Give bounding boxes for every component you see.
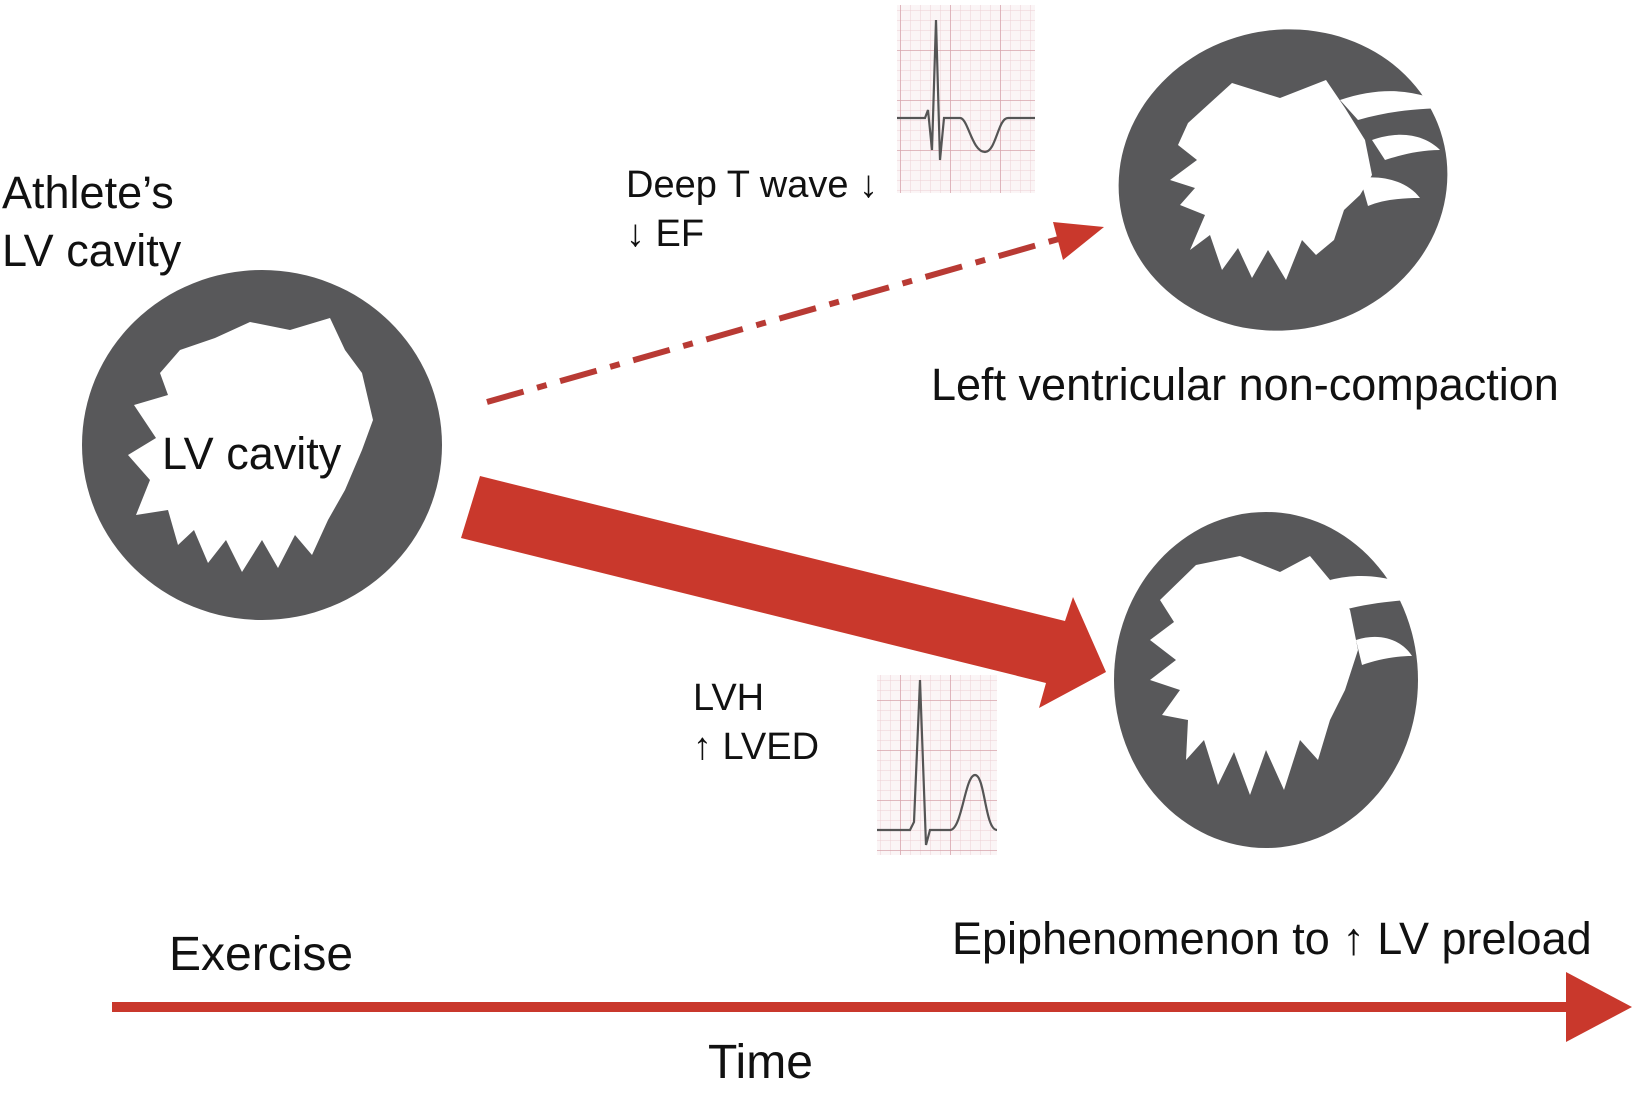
lved-label: ↑ LVED (693, 726, 820, 768)
thick-arrow-to-lvh (461, 476, 1106, 708)
athlete-lv-heart (82, 270, 442, 620)
low-ef-label: ↓ EF (626, 213, 705, 255)
time-axis-arrow (112, 972, 1632, 1042)
athlete-label-line1: Athlete’s (2, 167, 174, 218)
epiphenomenon-label: Epiphenomenon to ↑ LV preload (952, 913, 1592, 964)
lv-cavity-label: LV cavity (162, 428, 342, 479)
lvnc-label: Left ventricular non-compaction (931, 359, 1559, 410)
lvh-heart (1114, 512, 1432, 848)
deep-t-wave-label: Deep T wave ↓ (626, 164, 879, 206)
exercise-label: Exercise (169, 928, 354, 981)
ecg-deep-t-wave (897, 5, 1035, 193)
time-label: Time (708, 1036, 813, 1089)
ecg-lvh (877, 675, 998, 855)
dashdot-arrow-to-lvnc (486, 222, 1104, 405)
lvh-label: LVH (693, 677, 765, 719)
lvnc-heart (1118, 29, 1455, 331)
athlete-label-line2: LV cavity (2, 225, 182, 276)
